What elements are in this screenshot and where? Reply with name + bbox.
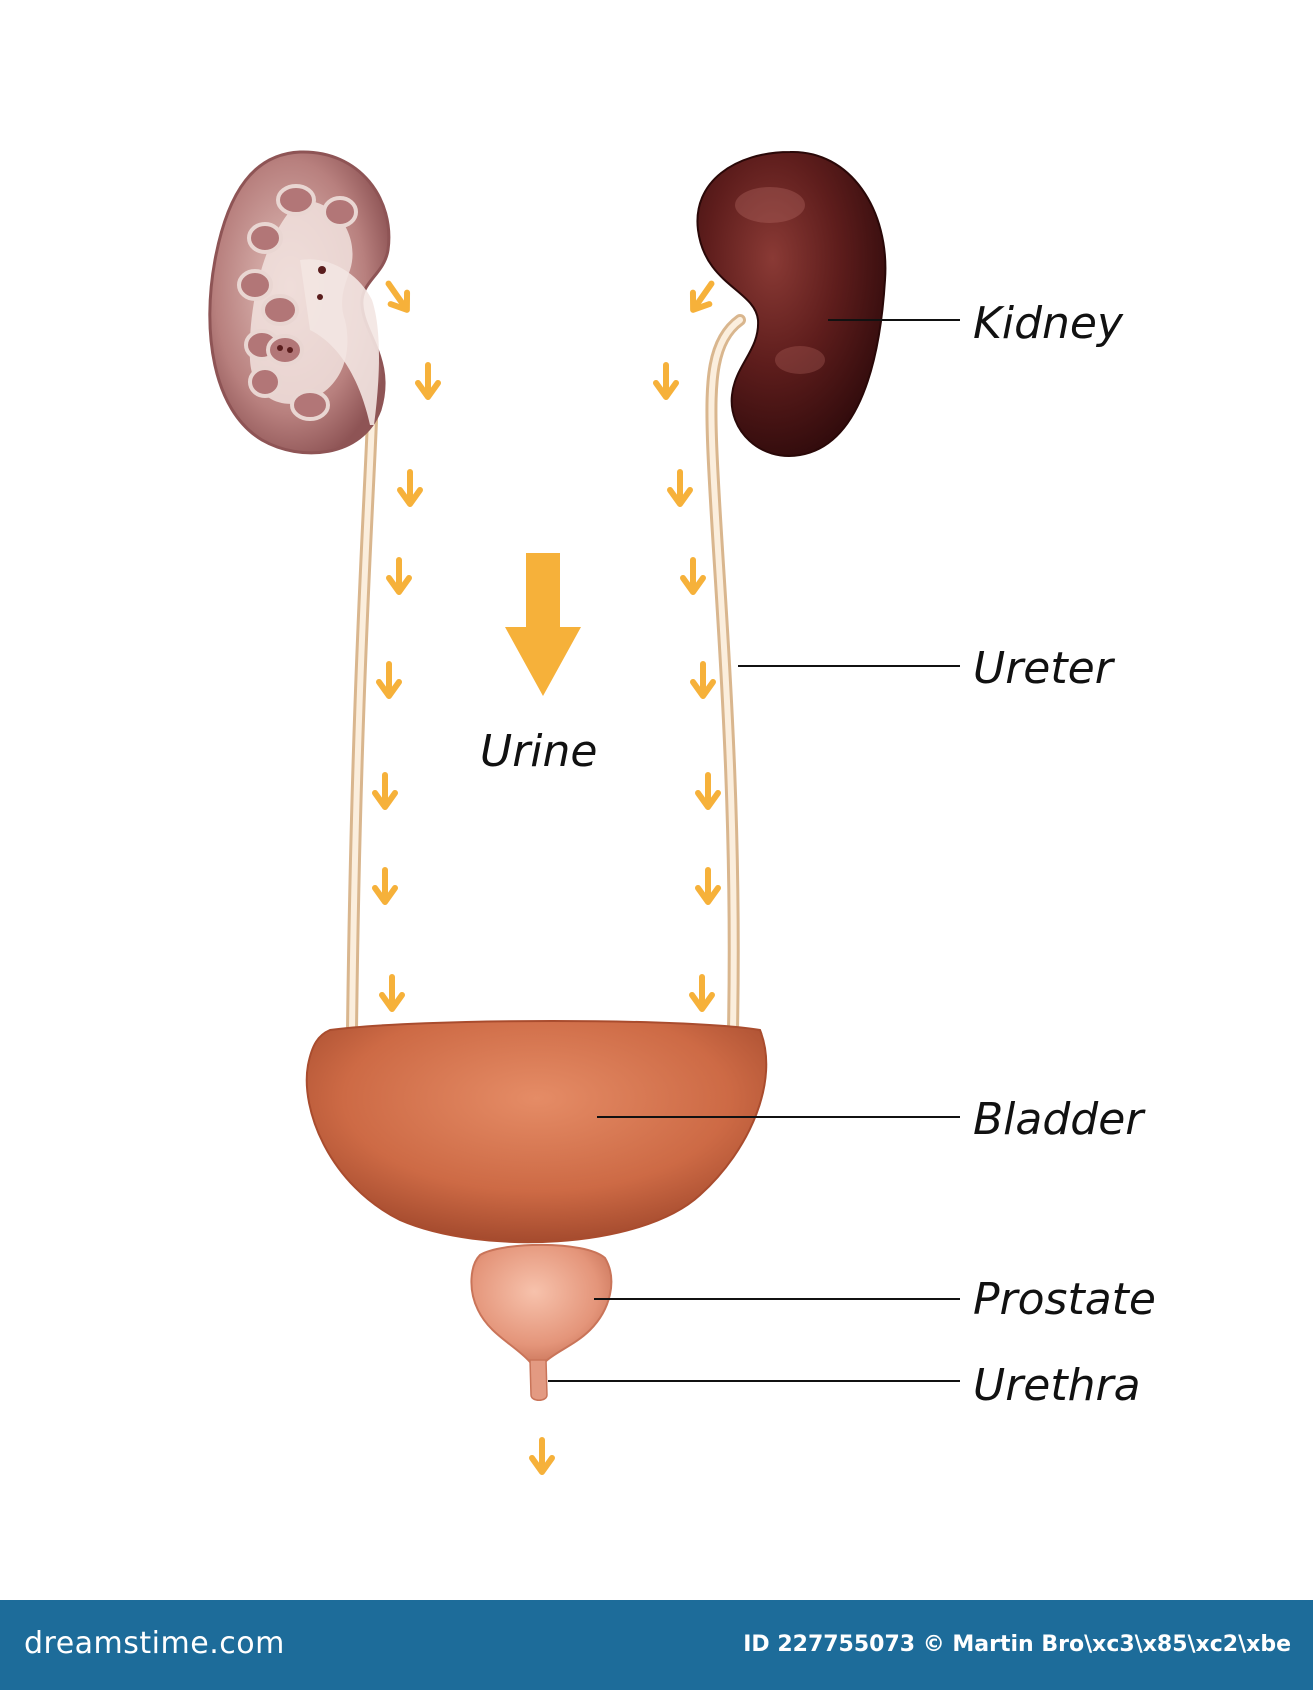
- left-ureter-highlight: [349, 417, 375, 1033]
- flow-arrow-right-1: [689, 280, 715, 313]
- flow-arrow-left-1: [385, 280, 411, 313]
- watermark-credit: ID 227755073 © Martin Bro\xc3\x85\xc2\xb…: [743, 1632, 1291, 1657]
- ureter-label: Ureter: [973, 643, 1113, 694]
- flow-arrow-left-5: [376, 661, 402, 699]
- flow-arrow-right-2: [653, 362, 679, 400]
- right-ureter-highlight: [708, 317, 743, 1033]
- flow-arrow-right-4: [680, 557, 706, 595]
- flow-arrow-left-8: [379, 974, 405, 1012]
- flow-arrow-right-6: [695, 772, 721, 810]
- urine-flow-arrows: [372, 280, 721, 1475]
- flow-arrow-left-7: [372, 867, 398, 905]
- flow-arrow-left-4: [386, 557, 412, 595]
- flow-arrow-right-5: [690, 661, 716, 699]
- urine-direction-arrow: [505, 553, 581, 696]
- urethra-label: Urethra: [973, 1360, 1141, 1411]
- urine-label: Urine: [480, 726, 598, 777]
- watermark-footer-bar: dreamstime.com ID 227755073 © Martin Bro…: [0, 1600, 1313, 1690]
- bladder-label: Bladder: [973, 1094, 1144, 1145]
- flow-arrow-outflow: [529, 1437, 555, 1475]
- prostate-organ: [470, 1243, 613, 1363]
- watermark-brand: dreamstime.com: [24, 1626, 285, 1661]
- left-kidney-cross-section: [208, 150, 391, 455]
- prostate-label: Prostate: [973, 1274, 1157, 1325]
- right-kidney-external: [696, 150, 887, 457]
- flow-arrow-left-3: [397, 469, 423, 507]
- flow-arrow-left-6: [372, 772, 398, 810]
- flow-arrow-right-8: [689, 974, 715, 1012]
- urethra-organ: [529, 1359, 548, 1401]
- flow-arrow-right-3: [667, 469, 693, 507]
- flow-arrow-left-2: [415, 362, 441, 400]
- kidney-label: Kidney: [973, 298, 1124, 349]
- flow-arrow-right-7: [695, 867, 721, 905]
- bladder-organ: [305, 1020, 768, 1244]
